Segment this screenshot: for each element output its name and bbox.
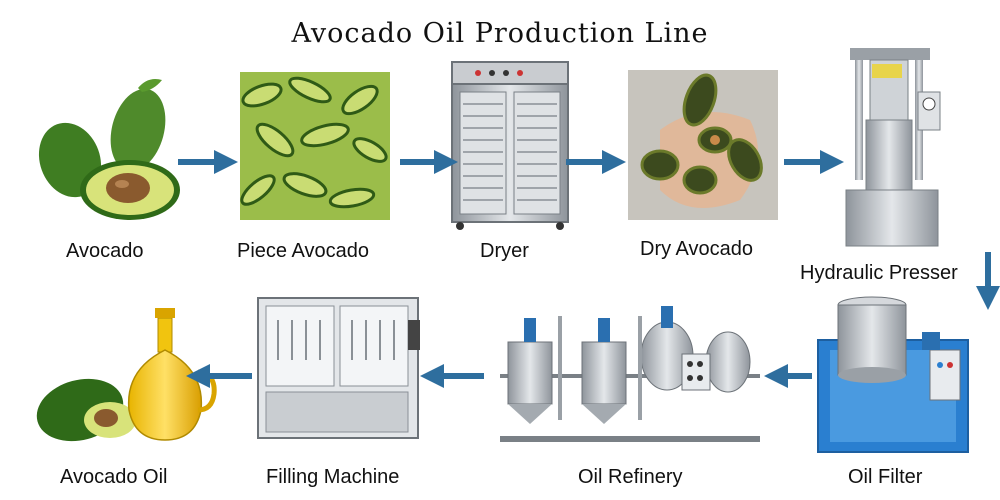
label-filling-machine: Filling Machine [266,466,400,488]
label-piece-avocado: Piece Avocado [237,240,369,262]
flow-arrows [178,150,1000,388]
dryer-cabinet-icon [451,61,569,230]
filling-machine-icon [257,297,420,439]
label-oil-refinery: Oil Refinery [578,466,683,488]
avocado-oil-bottle-icon [36,308,217,442]
oil-filter-machine-icon [817,296,969,453]
label-dry-avocado: Dry Avocado [640,238,754,260]
diagram-title: Avocado Oil Production Line [291,18,709,49]
avocado-icon [38,79,180,220]
label-dryer: Dryer [480,240,529,262]
label-avocado: Avocado [66,240,144,262]
oil-refinery-icon [500,306,760,442]
label-hydraulic-presser: Hydraulic Presser [800,262,958,284]
dried-avocado-photo [628,70,778,220]
label-oil-filter: Oil Filter [848,466,923,488]
hydraulic-press-icon [845,48,941,247]
sliced-avocado-photo [240,72,390,220]
label-avocado-oil: Avocado Oil [60,466,168,488]
